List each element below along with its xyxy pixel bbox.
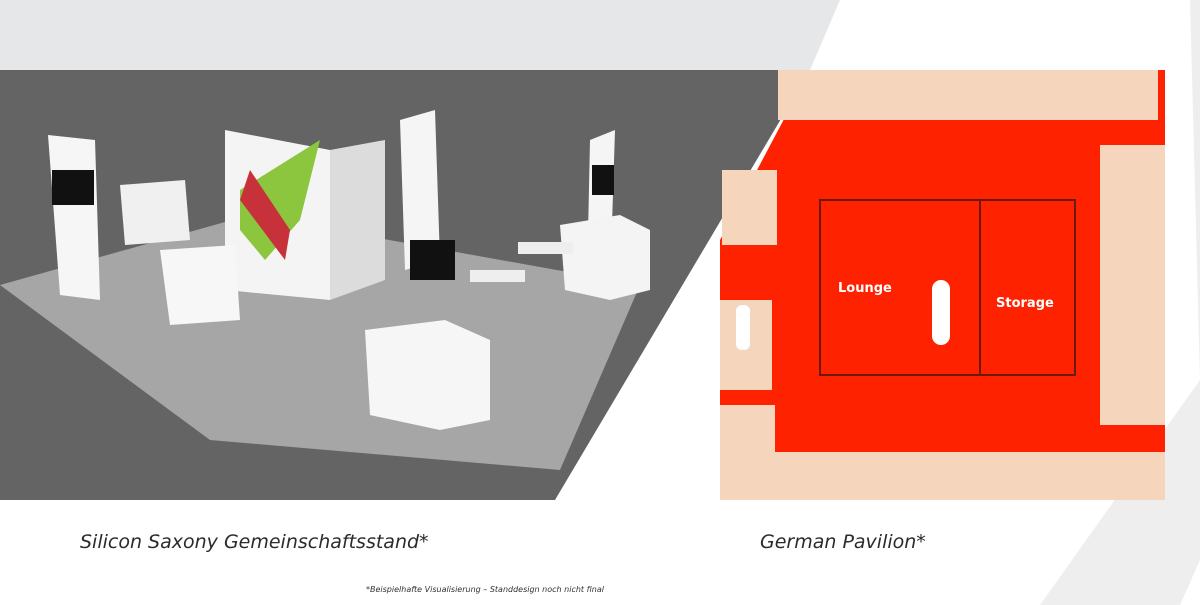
caption-right: German Pavilion* (760, 531, 926, 553)
floor-plan-image (720, 70, 1165, 500)
footnote: *Beispielhafte Visualisierung – Standdes… (366, 585, 604, 594)
lounge-label: Lounge (838, 281, 892, 296)
storage-label: Storage (996, 296, 1054, 311)
caption-left: Silicon Saxony Gemeinschaftsstand* (80, 531, 429, 553)
booth-render-image (0, 70, 810, 500)
